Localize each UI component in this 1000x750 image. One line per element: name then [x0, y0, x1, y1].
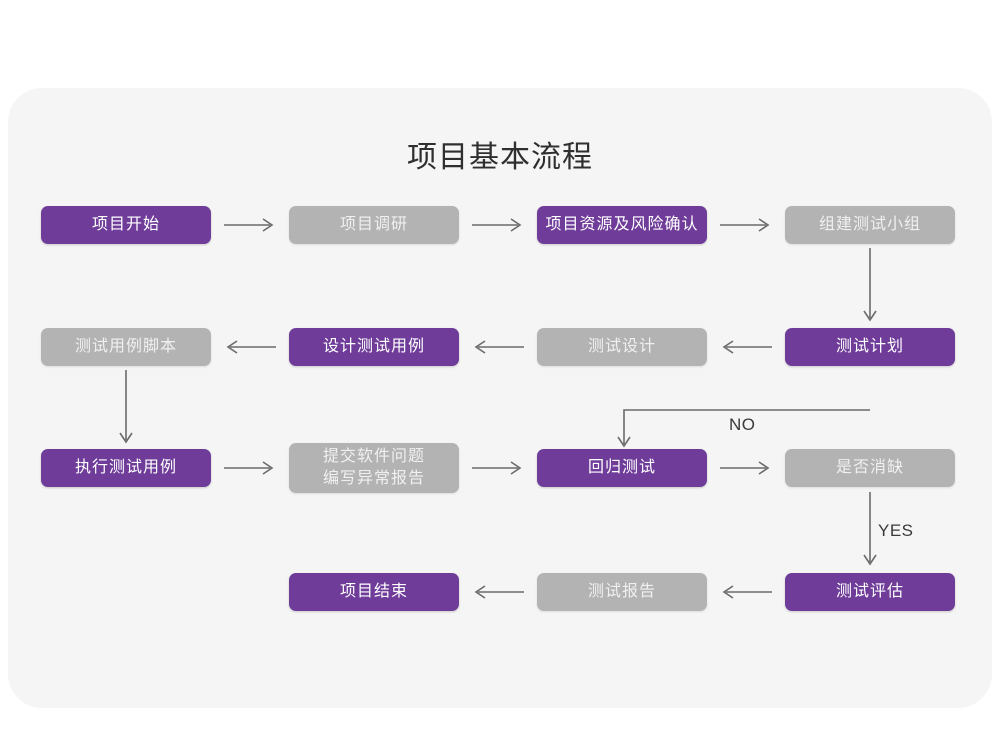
node-project-end[interactable]: 项目结束: [289, 573, 459, 611]
node-resource-risk-confirm[interactable]: 项目资源及风险确认: [537, 206, 707, 244]
arrow-design-case-to-script: [224, 337, 276, 357]
arrow-evaluation-to-test-report: [720, 582, 772, 602]
node-project-start[interactable]: 项目开始: [41, 206, 211, 244]
node-defect-cleared-check[interactable]: 是否消缺: [785, 449, 955, 487]
node-test-plan[interactable]: 测试计划: [785, 328, 955, 366]
flowchart-panel: [8, 88, 992, 708]
arrow-test-design-to-design-case: [472, 337, 524, 357]
page-title: 项目基本流程: [407, 141, 593, 174]
node-test-case-script[interactable]: 测试用例脚本: [41, 328, 211, 366]
node-project-research[interactable]: 项目调研: [289, 206, 459, 244]
edge-label-yes: YES: [878, 521, 914, 540]
arrow-regression-to-defect-check: [720, 458, 772, 478]
node-submit-issue-report[interactable]: 提交软件问题 编写异常报告: [289, 443, 459, 493]
arrow-test-plan-to-test-design: [720, 337, 772, 357]
arrow-yes-to-test-evaluation: [856, 492, 884, 570]
arrow-team-to-test-plan: [856, 248, 884, 326]
node-build-test-team[interactable]: 组建测试小组: [785, 206, 955, 244]
node-regression-test[interactable]: 回归测试: [537, 449, 707, 487]
arrow-submit-issue-to-regression: [472, 458, 524, 478]
node-test-design[interactable]: 测试设计: [537, 328, 707, 366]
arrow-test-report-to-project-end: [472, 582, 524, 602]
arrow-research-to-resource: [472, 215, 524, 235]
node-test-report[interactable]: 测试报告: [537, 573, 707, 611]
arrow-script-to-execute: [112, 370, 140, 448]
arrow-start-to-research: [224, 215, 276, 235]
arrow-execute-to-submit-issue: [224, 458, 276, 478]
node-execute-test-case[interactable]: 执行测试用例: [41, 449, 211, 487]
edge-label-no: NO: [729, 415, 756, 434]
arrow-no-feedback-loop: [617, 408, 874, 452]
node-design-test-case[interactable]: 设计测试用例: [289, 328, 459, 366]
node-test-evaluation[interactable]: 测试评估: [785, 573, 955, 611]
arrow-resource-to-team: [720, 215, 772, 235]
